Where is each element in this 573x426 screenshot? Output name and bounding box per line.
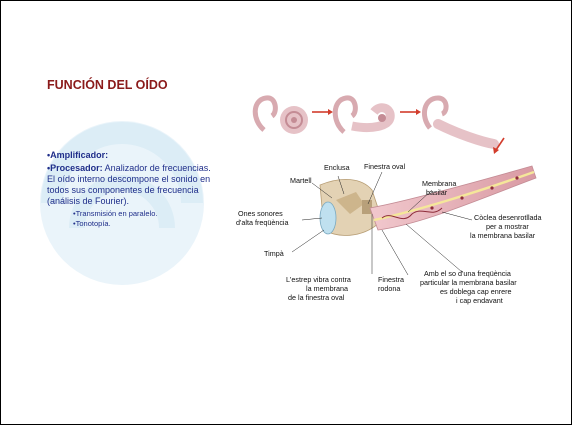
label-ones-sonores: Ones sonores [238, 209, 283, 218]
bullet-procesador: •Procesador: Analizador de frecuencias. … [47, 163, 217, 207]
label-finestra-rodona-2: rodona [378, 284, 400, 293]
label-coclea-1: Còclea desenrotllada [474, 213, 542, 222]
label-finestra-oval: Finestra oval [364, 162, 406, 171]
label-so-2: particular la membrana basilar [420, 278, 517, 287]
ear-diagram: Enclusa Finestra oval Martell Membrana b… [232, 90, 562, 320]
label-estrep-1: L'estrep vibra contra [286, 275, 351, 284]
label-finestra-rodona-1: Finestra [378, 275, 404, 284]
label-membrana: Membrana [422, 179, 456, 188]
label-coclea-3: la membrana basilar [470, 231, 536, 240]
label-so-1: Amb el so d'una freqüència [424, 269, 511, 278]
slide-title: FUNCIÓN DEL OÍDO [47, 78, 168, 92]
label-alta-frequencia: d'alta freqüència [236, 218, 289, 227]
bullet-list: •Amplificador: •Procesador: Analizador d… [47, 150, 217, 229]
label-timpa: Timpà [264, 249, 284, 258]
arrowhead-1 [328, 109, 333, 115]
label-coclea-2: per a mostrar [486, 222, 529, 231]
subbullet-transmision: •Transmisión en paralelo. [73, 209, 217, 219]
label-martell: Martell [290, 176, 312, 185]
label-enclusa: Enclusa [324, 163, 350, 172]
label-estrep-2: la membrana [306, 284, 348, 293]
label-so-3: es doblega cap enrere [440, 287, 512, 296]
subbullet-tonotopia: •Tonotopía. [73, 219, 217, 229]
cochlea-coiled-2 [335, 98, 390, 132]
cochlea-uncoiling-3 [424, 98, 494, 144]
label-estrep-3: de la finestra oval [288, 293, 345, 302]
cochlea-coiled-1 [255, 98, 308, 134]
label-basilar: basilar [426, 188, 448, 197]
arrowhead-2 [416, 109, 421, 115]
bullet-amplificador: •Amplificador: [47, 150, 217, 161]
label-so-4: i cap endavant [456, 296, 503, 305]
